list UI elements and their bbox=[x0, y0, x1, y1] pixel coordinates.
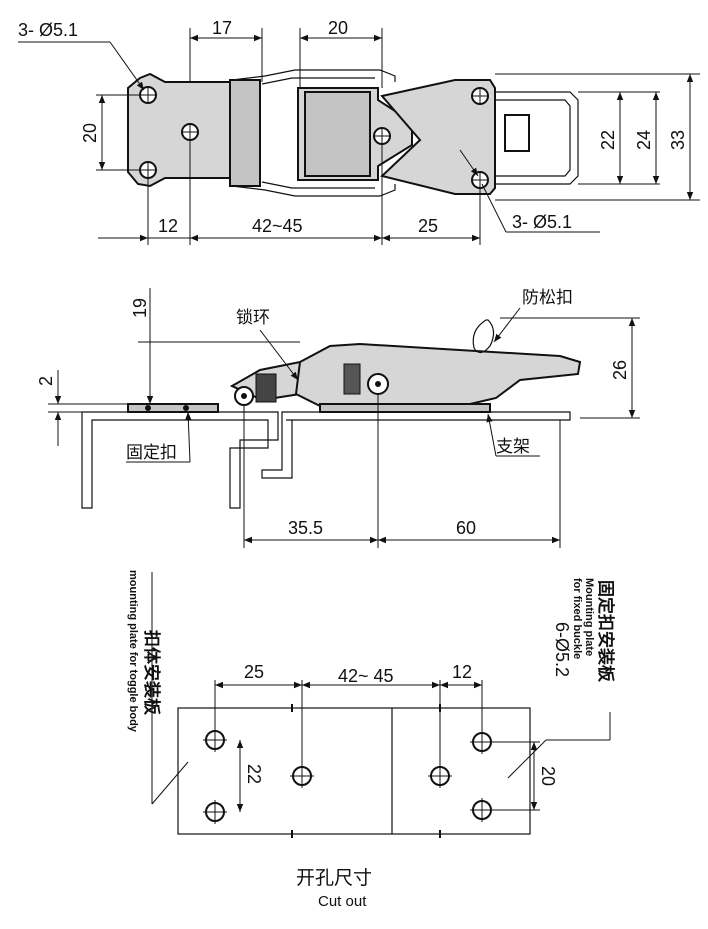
lever-inner bbox=[304, 91, 371, 177]
hole-callout-left: 3- Ø5.1 bbox=[18, 20, 78, 40]
dim-24: 24 bbox=[634, 130, 654, 150]
hole-callout-cutout: 6-Ø5.2 bbox=[552, 622, 572, 677]
label-bracket: 支架 bbox=[496, 437, 530, 457]
fixed-buckle-plate-cn: 固定扣安装板 bbox=[595, 580, 616, 683]
dim-33: 33 bbox=[668, 130, 688, 150]
caption-en: Cut out bbox=[318, 893, 367, 910]
dim-26: 26 bbox=[610, 360, 630, 380]
dim-19: 19 bbox=[130, 298, 150, 318]
dim-20-cutout: 20 bbox=[538, 766, 558, 786]
dim-12-cutout: 12 bbox=[452, 662, 472, 682]
bracket-slot bbox=[504, 114, 530, 152]
dim-22-top: 22 bbox=[598, 130, 618, 150]
safety-clip bbox=[472, 319, 495, 354]
label-safety-catch: 防松扣 bbox=[522, 288, 573, 308]
keeper-side bbox=[127, 403, 219, 413]
holes-left bbox=[203, 728, 314, 824]
side-view: 锁环 防松扣 固定扣 支架 19 2 26 35.5 60 bbox=[36, 288, 640, 548]
label-fixed-buckle: 固定扣 bbox=[126, 443, 177, 463]
base-plate bbox=[379, 79, 496, 195]
label-loop: 锁环 bbox=[236, 308, 270, 328]
cutout-plate bbox=[177, 707, 531, 835]
holes-right bbox=[428, 730, 494, 822]
caption-cn: 开孔尺寸 bbox=[296, 867, 372, 889]
top-view: 17 20 3- Ø5.1 20 22 24 33 12 bbox=[18, 18, 700, 245]
dim-12-top: 12 bbox=[158, 216, 178, 236]
dim-20-top: 20 bbox=[328, 18, 348, 38]
lever-side bbox=[294, 342, 582, 408]
dim-2: 2 bbox=[36, 376, 56, 386]
fixed-buckle-plate-en-2: for fixed buckle bbox=[571, 578, 583, 659]
dim-22-cutout: 22 bbox=[244, 764, 264, 784]
dim-60: 60 bbox=[456, 518, 476, 538]
fixed-buckle-plate-en-1: Mounting plate bbox=[583, 578, 595, 656]
dim-35-5: 35.5 bbox=[288, 518, 323, 538]
cutout-view: 25 42~ 45 12 22 20 mounting plate for to… bbox=[127, 570, 616, 910]
hole-callout-right: 3- Ø5.1 bbox=[512, 212, 572, 232]
dim-25-top: 25 bbox=[418, 216, 438, 236]
dim-42-45-cutout: 42~ 45 bbox=[338, 666, 394, 686]
keeper-hook bbox=[229, 79, 261, 187]
dim-42-45-top: 42~45 bbox=[252, 216, 303, 236]
base-side bbox=[319, 403, 491, 413]
dim-17: 17 bbox=[212, 18, 232, 38]
toggle-body-plate-en: mounting plate for toggle body bbox=[127, 570, 139, 733]
dim-20-left: 20 bbox=[80, 123, 100, 143]
dim-25-cutout: 25 bbox=[244, 662, 264, 682]
